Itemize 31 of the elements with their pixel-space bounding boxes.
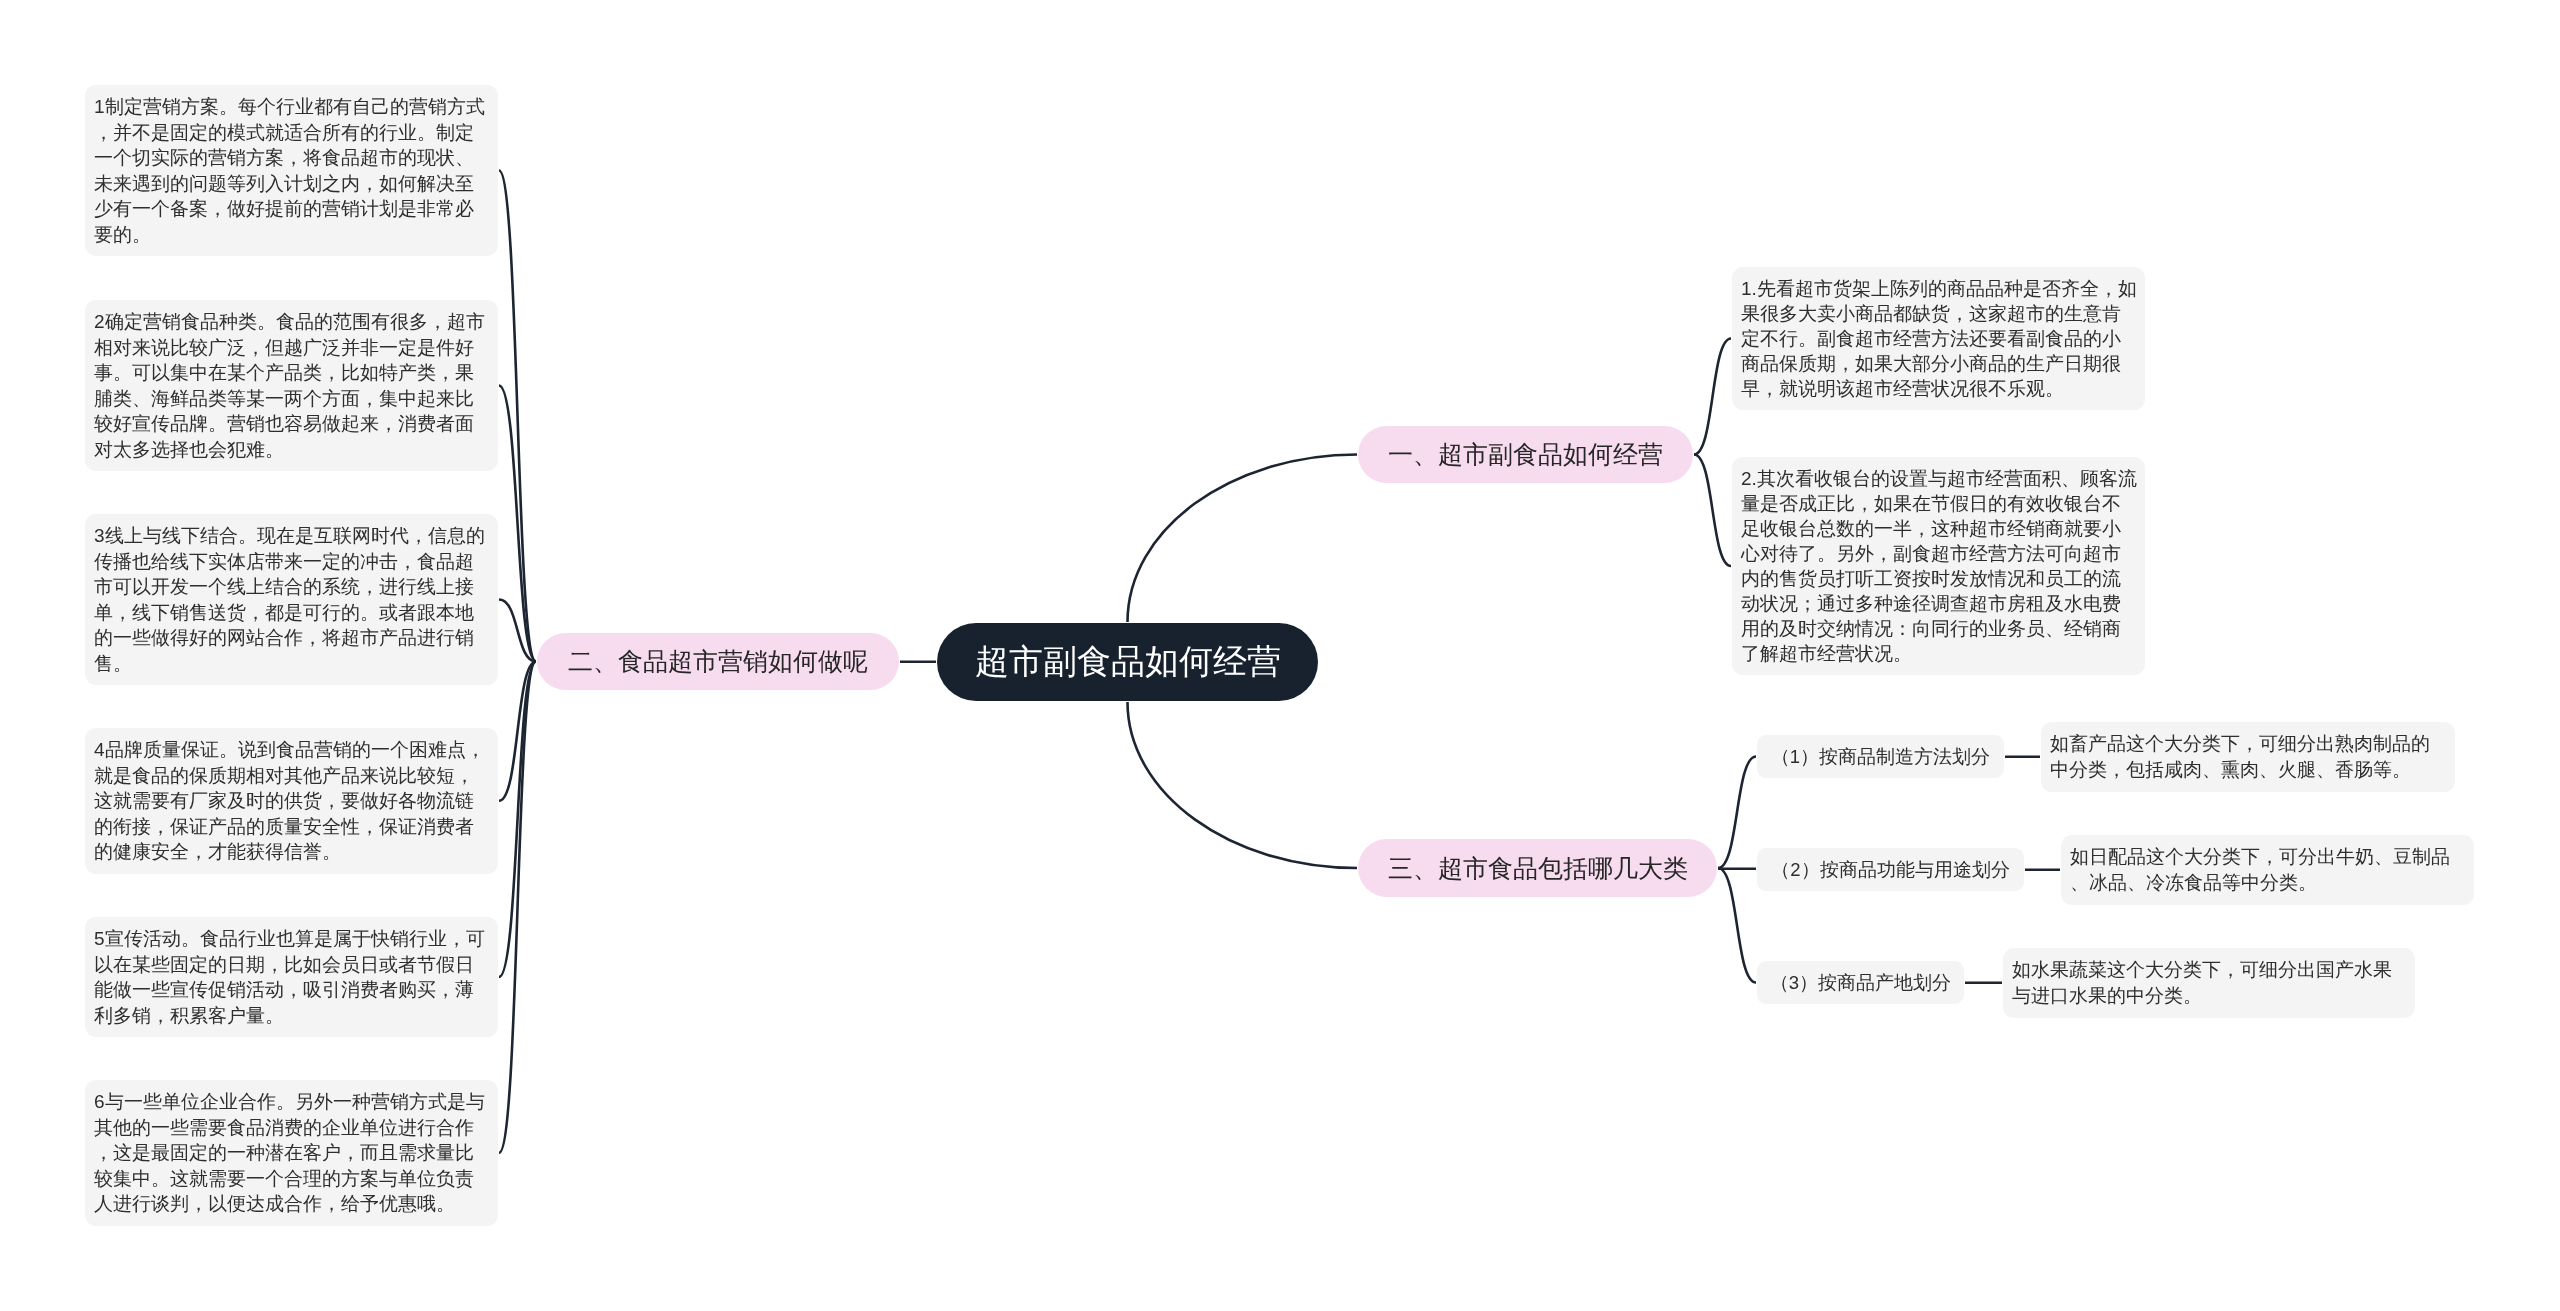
subtopic-box: （1）按商品制造方法划分 [1757, 735, 2004, 778]
connector-line [1693, 453, 1732, 568]
note-box: 如水果蔬菜这个大分类下，可细分出国产水果与进口水果的中分类。 [2003, 948, 2415, 1018]
note-box: 如日配品这个大分类下，可分出牛奶、豆制品、冰品、冷冻食品等中分类。 [2061, 835, 2474, 905]
connector-line [1718, 867, 1756, 871]
connector-line [1717, 866, 1757, 984]
note-box: 1制定营销方案。每个行业都有自己的营销方式，并不是固定的模式就适合所有的行业。制定一个切实际的营销方案，将食品超市的现状、未来遇到的问题等列入计划之内，如何解决至少有一个备案，做好提前的营销计划是非常必要的。 [85, 85, 498, 256]
connector-line [2025, 868, 2060, 872]
connector-line [2005, 755, 2040, 759]
note-box: 如畜产品这个大分类下，可细分出熟肉制品的中分类，包括咸肉、熏肉、火腿、香肠等。 [2041, 722, 2455, 792]
connector-line [1693, 337, 1732, 456]
connector-line [1126, 701, 1358, 870]
branch-topic-box: 三、超市食品包括哪几大类 [1358, 839, 1717, 897]
connector-line [1717, 755, 1757, 870]
subtopic-box: （3）按商品产地划分 [1757, 961, 1964, 1004]
branch-topic-box: 二、食品超市营销如何做呢 [537, 633, 899, 690]
note-box: 1.先看超市货架上陈列的商品品种是否齐全，如果很多大卖小商品都缺货，这家超市的生意肯定不行。副食超市经营方法还要看副食品的小商品保质期，如果大部分小商品的生产日期很早，就说明该超市经营状况很不乐观。 [1732, 267, 2145, 410]
note-box: 2.其次看收银台的设置与超市经营面积、顾客流量是否成正比，如果在节假日的有效收银台不足收银台总数的一半，这种超市经销商就要小心对待了。另外，副食超市经营方法可向超市内的售货员打听工资按时发放情况和员工的流动状况；通过多种途径调查超市房租及水电费用的及时交纳情况：向同行的业务员、经销商了解超市经营状况。 [1732, 457, 2145, 675]
connector-line [498, 384, 537, 663]
connector-line [900, 660, 936, 664]
connector-line [1965, 981, 2002, 985]
connector-line [497, 660, 538, 1154]
connector-line [1126, 453, 1358, 623]
note-box: 3线上与线下结合。现在是互联网时代，信息的传播也给线下实体店带来一定的冲击，食品超市可以开发一个线上结合的系统，进行线上接单，线下销售送货，都是可行的。或者跟本地的一些做得好的网站合作，将超市产品进行销售。 [85, 514, 498, 685]
central-topic-box: 超市副食品如何经营 [937, 623, 1318, 701]
branch-topic-box: 一、超市副食品如何经营 [1358, 426, 1693, 483]
note-box: 4品牌质量保证。说到食品营销的一个困难点，就是食品的保质期相对其他产品来说比较短，这就需要有厂家及时的供货，要做好各物流链的衔接，保证产品的质量安全性，保证消费者的健康安全，才能获得信誉。 [85, 728, 498, 874]
note-box: 6与一些单位企业合作。另外一种营销方式是与其他的一些需要食品消费的企业单位进行合作，这是最固定的一种潜在客户，而且需求量比较集中。这就需要一个合理的方案与单位负责人进行谈判，以便达成合作，给予优惠哦。 [85, 1080, 498, 1226]
note-box: 2确定营销食品种类。食品的范围有很多，超市相对来说比较广泛，但越广泛并非一定是件好事。可以集中在某个产品类，比如特产类，果脯类、海鲜品类等某一两个方面，集中起来比较好宣传品牌。营销也容易做起来，消费者面对太多选择也会犯难。 [85, 300, 498, 471]
subtopic-box: （2）按商品功能与用途划分 [1757, 848, 2024, 891]
note-box: 5宣传活动。食品行业也算是属于快销行业，可以在某些固定的日期，比如会员日或者节假日能做一些宣传促销活动，吸引消费者购买，薄利多销，积累客户量。 [85, 917, 498, 1037]
